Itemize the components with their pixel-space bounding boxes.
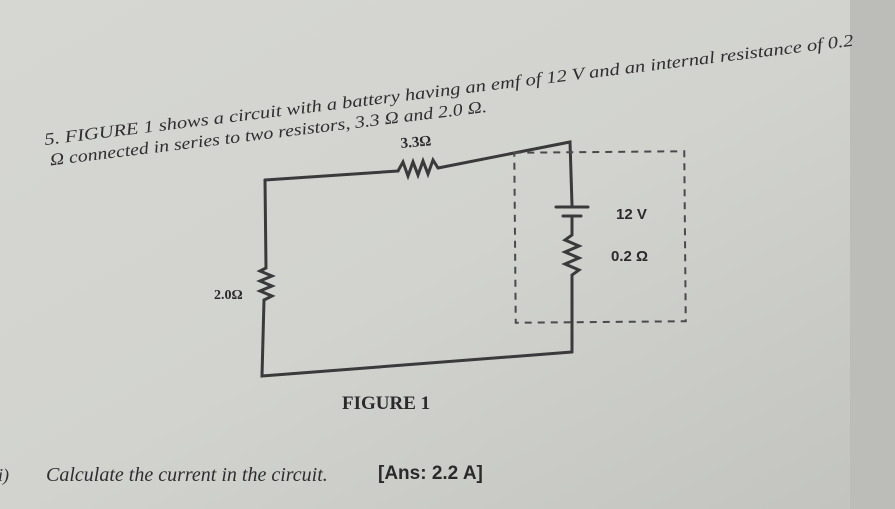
subquestion-text: Calculate the current in the circuit. (46, 464, 328, 486)
resistor-left-icon (256, 266, 276, 302)
wire-bottom (260, 298, 574, 378)
resistor-left-label: 2.0Ω (214, 288, 243, 303)
figure-caption: FIGURE 1 (342, 393, 430, 414)
resistor-top-icon (396, 156, 440, 181)
wire-top-right (436, 140, 574, 207)
subquestion-answer: [Ans: 2.2 A] (378, 463, 483, 484)
page-edge (850, 0, 895, 509)
wire-top-left (263, 169, 400, 182)
subquestion-number: i) (0, 465, 9, 486)
internal-resistor-icon (561, 214, 583, 354)
circuit-diagram (256, 140, 687, 378)
battery-dashed-box (513, 150, 687, 324)
internal-resistance-label: 0.2 Ω (611, 248, 648, 265)
wire-left (263, 178, 268, 270)
resistor-top-label: 3.3Ω (400, 133, 432, 152)
emf-label: 12 V (616, 206, 647, 223)
